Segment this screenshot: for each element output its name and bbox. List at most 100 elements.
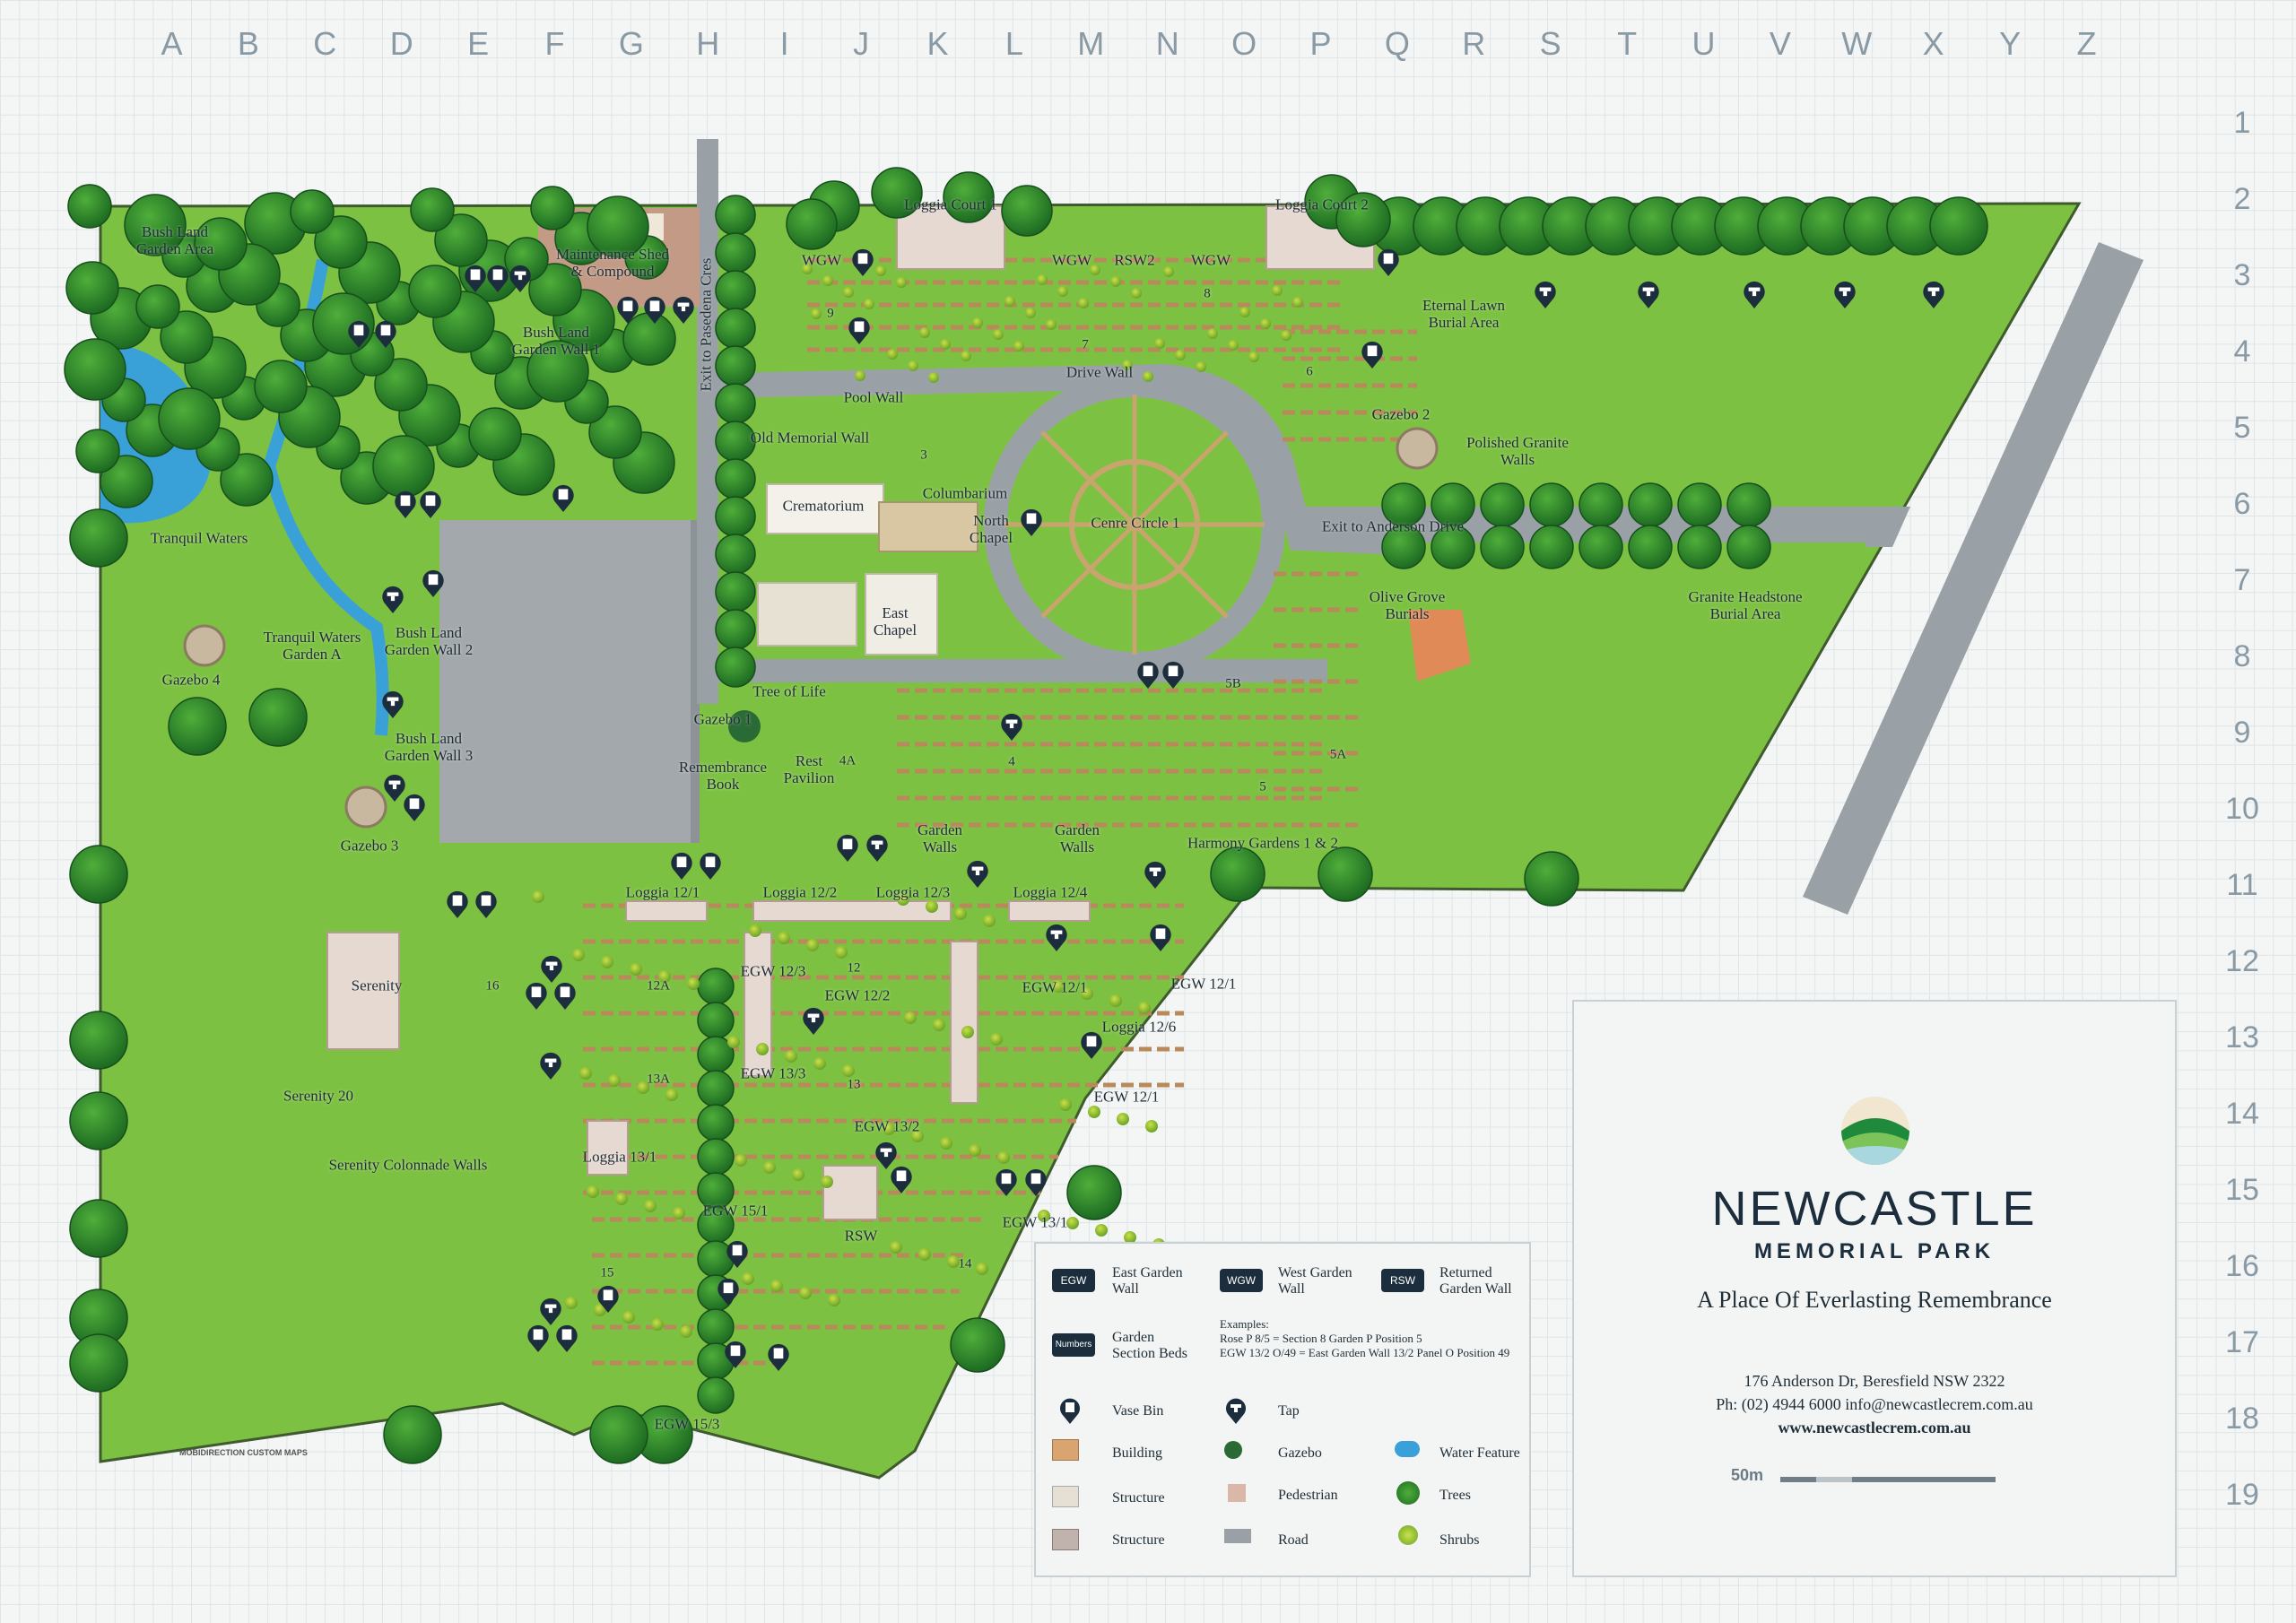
shrub [908,360,918,371]
label-maintenance-shed: Maintenance Shed & Compound [555,246,670,280]
shrub [630,963,642,976]
tree [1529,525,1574,569]
shrub [579,1067,592,1080]
tree [697,1104,735,1141]
shrub [673,1207,685,1219]
shrub [990,1033,1003,1046]
shrub [1110,276,1121,287]
row-label-7: 7 [2233,563,2251,597]
vase-bin-icon [718,1278,739,1306]
legend-rsw-label: Returned Garden Wall [1439,1265,1512,1297]
column-label-s: S [1539,25,1562,62]
label-gazebo-4: Gazebo 4 [161,671,221,689]
shrub [680,1325,692,1338]
shrub [1088,1106,1100,1118]
shrub [802,264,813,274]
column-label-d: D [389,25,414,62]
column-label-q: Q [1384,25,1411,62]
legend-numbers-badge: Numbers [1052,1333,1095,1357]
serenity-garden [326,932,400,1050]
shrub [615,1193,628,1205]
shrub [763,1161,776,1174]
park-name: NEWCASTLE [1711,1182,2038,1236]
legend-structure-2: Structure [1112,1532,1165,1548]
tree [697,1376,735,1414]
tree [786,198,838,250]
label-sec-5: 5 [1259,779,1266,794]
column-label-e: E [467,25,491,62]
vase-bin-icon [597,1285,619,1313]
shrub [1228,340,1239,351]
lower-drive [700,659,1327,682]
tree [374,358,428,412]
shrub [735,1154,747,1167]
vase-bin-icon [1025,1168,1047,1196]
column-label-k: K [926,25,950,62]
label-sec-14: 14 [958,1256,972,1271]
tree [75,429,120,473]
column-label-n: N [1155,25,1180,62]
column-label-g: G [618,25,645,62]
shrub [954,907,967,920]
tree [715,345,756,386]
address: 176 Anderson Dr, Beresfield NSW 2322 [1744,1372,2005,1390]
tree [871,167,923,219]
tap-icon [540,1298,561,1325]
shrub [811,308,822,319]
vase-bin-icon [420,490,441,518]
row-label-13: 13 [2225,1020,2259,1055]
shrub [532,890,544,903]
legend-numbers-label: Garden Section Beds [1112,1330,1187,1361]
row-label-3: 3 [2233,258,2251,292]
label-sec-12: 12 [847,960,861,976]
shrub [972,317,983,328]
vase-bin-icon [1060,1398,1080,1424]
tap-icon [540,1052,561,1080]
tree [468,407,522,461]
trees [64,167,1988,1464]
shrub [1207,328,1218,339]
tree [220,453,274,507]
legend-wgw-label: West Garden Wall [1278,1265,1352,1297]
legend-road: Road [1278,1532,1309,1548]
label-sec-7: 7 [1082,337,1089,352]
car-park [439,520,691,843]
label-sec-6: 6 [1306,364,1313,379]
label-exit-anderson: Exit to Anderson Drive [1321,517,1465,535]
tree [408,265,462,318]
tap-icon [509,265,531,292]
row-label-8: 8 [2233,639,2251,673]
garden-beds [583,257,1417,1366]
shrub [770,1280,783,1292]
label-gazebo-3: Gazebo 3 [340,837,399,855]
shrub [904,1011,917,1024]
row-label-2: 2 [2233,182,2251,216]
tree [64,338,126,401]
shrub [727,1036,740,1048]
shrub [1081,987,1093,1000]
row-label-14: 14 [2225,1097,2259,1131]
shrub [644,1200,657,1212]
shrub [928,372,939,383]
tree [314,215,368,269]
shrub [918,1248,931,1261]
shrub [911,1130,924,1142]
label-egw-12-1a: EGW 12/1 [1022,978,1088,996]
shrub [883,1123,895,1135]
website-link[interactable]: www.newcastlecrem.com.au [1778,1419,1971,1436]
shrub [749,924,761,937]
label-bush-land-garden-wall-1: Bush Land Garden Wall 1 [511,324,601,358]
column-label-x: X [1922,25,1945,62]
shrub [622,1311,635,1324]
vase-bin-icon [996,1168,1017,1196]
shrub [587,1185,599,1198]
tree [383,1405,442,1464]
label-bush-land-garden-wall-3: Bush Land Garden Wall 3 [384,730,474,764]
anderson-drive-link [1866,507,1910,547]
row-label-16: 16 [2225,1249,2259,1283]
label-egw-13-1: EGW 13/1 [1002,1213,1068,1231]
tree [697,1138,735,1176]
label-eternal-lawn: Eternal Lawn Burial Area [1422,297,1506,331]
centre-circle-spokes [1004,395,1265,655]
tree [1480,482,1525,527]
